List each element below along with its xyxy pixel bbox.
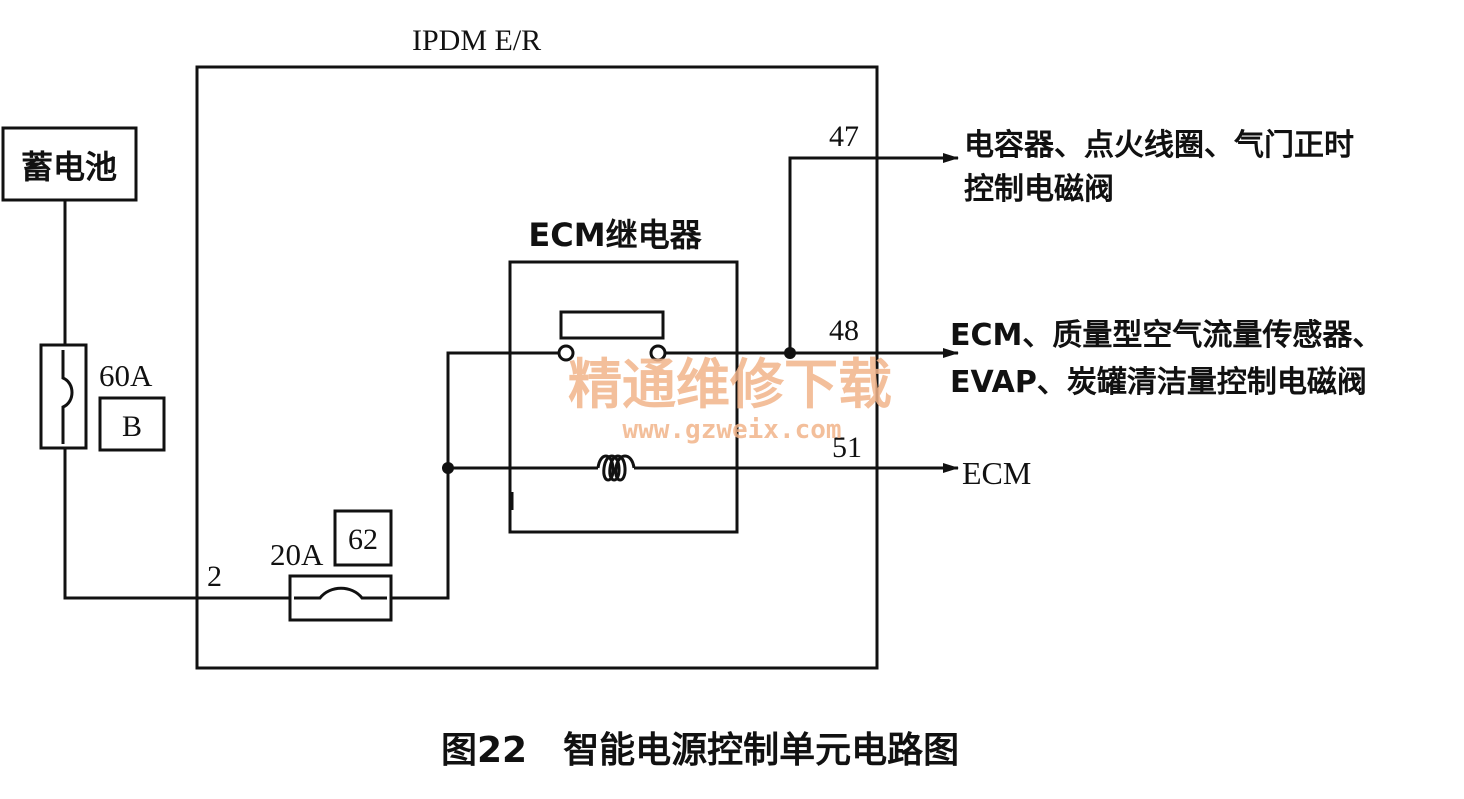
battery-label: 蓄电池 xyxy=(21,148,117,186)
pin-48: 48 xyxy=(829,314,859,347)
wire-fuse-to-ipdm xyxy=(63,448,290,600)
output-47-line1: 电容器、点火线圈、气门正时 xyxy=(964,128,1354,163)
watermark-text: 精通维修下载 xyxy=(568,353,892,416)
output-48-line1: ECM、质量型空气流量传感器、 xyxy=(950,318,1382,353)
relay-box xyxy=(508,260,739,534)
main-fuse-rating: 60A xyxy=(99,358,153,393)
pin-51: 51 xyxy=(832,431,862,464)
main-fuse-element xyxy=(61,350,74,444)
ipdm-module-box xyxy=(195,65,879,670)
ipdm-fuse-rating: 20A xyxy=(270,537,324,572)
relay-coil xyxy=(596,454,636,482)
relay-contact-bar xyxy=(559,310,665,340)
output-47-line2: 控制电磁阀 xyxy=(964,172,1114,207)
ipdm-title: IPDM E/R xyxy=(412,24,541,57)
battery-box xyxy=(1,126,138,202)
output-48-line2: EVAP、炭罐清洁量控制电磁阀 xyxy=(950,365,1367,400)
ipdm-fuse-code: 62 xyxy=(348,523,378,556)
wire-to-47 xyxy=(788,153,959,353)
relay-contact-left xyxy=(557,344,575,362)
relay-contact-right xyxy=(649,344,667,362)
input-pin-label: 2 xyxy=(207,560,222,593)
ipdm-fuse-element xyxy=(294,586,387,600)
main-fuse-code: B xyxy=(122,410,142,443)
output-51-line1: ECM xyxy=(962,455,1031,491)
relay-label: ECM继电器 xyxy=(528,216,702,254)
watermark-url: www.gzweix.com xyxy=(622,415,841,445)
figure-caption: 图22 智能电源控制单元电路图 xyxy=(441,730,959,771)
wire-fuse-to-relay xyxy=(391,351,566,600)
pin-47: 47 xyxy=(829,120,859,153)
main-fuse-code-box xyxy=(98,396,166,452)
ipdm-fuse-code-box xyxy=(333,509,393,567)
